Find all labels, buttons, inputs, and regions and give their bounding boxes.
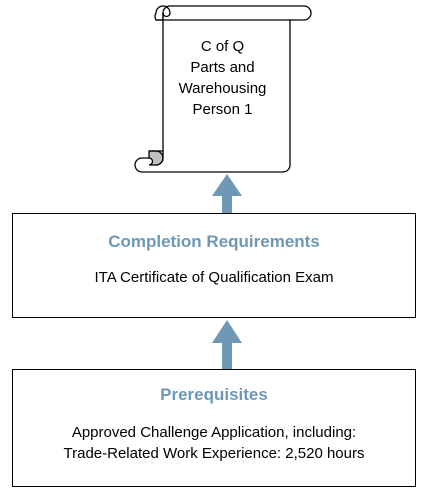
scroll-line: Person 1 xyxy=(192,101,253,118)
scroll-line: C of Q xyxy=(200,38,245,55)
scroll-body xyxy=(134,5,312,173)
arrow-to-scroll xyxy=(212,174,242,214)
prerequisites-box: Prerequisites Approved Challenge Applica… xyxy=(12,369,416,487)
prerequisites-title: Prerequisites xyxy=(160,385,268,404)
completion-requirements-text: ITA Certificate of Qualification Exam xyxy=(94,269,334,286)
scroll-line: Parts and xyxy=(190,59,255,76)
arrow-to-completion xyxy=(212,320,242,370)
completion-requirements-box: Completion Requirements ITA Certificate … xyxy=(12,213,416,318)
scroll-line: Warehousing xyxy=(178,80,267,97)
completion-requirements-title: Completion Requirements xyxy=(108,232,320,251)
prerequisites-text: Approved Challenge Application, includin… xyxy=(13,422,415,464)
scroll-shape xyxy=(134,5,312,173)
scroll-label: C of Q Parts and Warehousing Person 1 xyxy=(164,36,281,120)
scroll-top-curl xyxy=(154,5,171,21)
prerequisites-line: Trade-Related Work Experience: 2,520 hou… xyxy=(63,445,365,462)
prerequisites-line: Approved Challenge Application, includin… xyxy=(71,424,357,441)
